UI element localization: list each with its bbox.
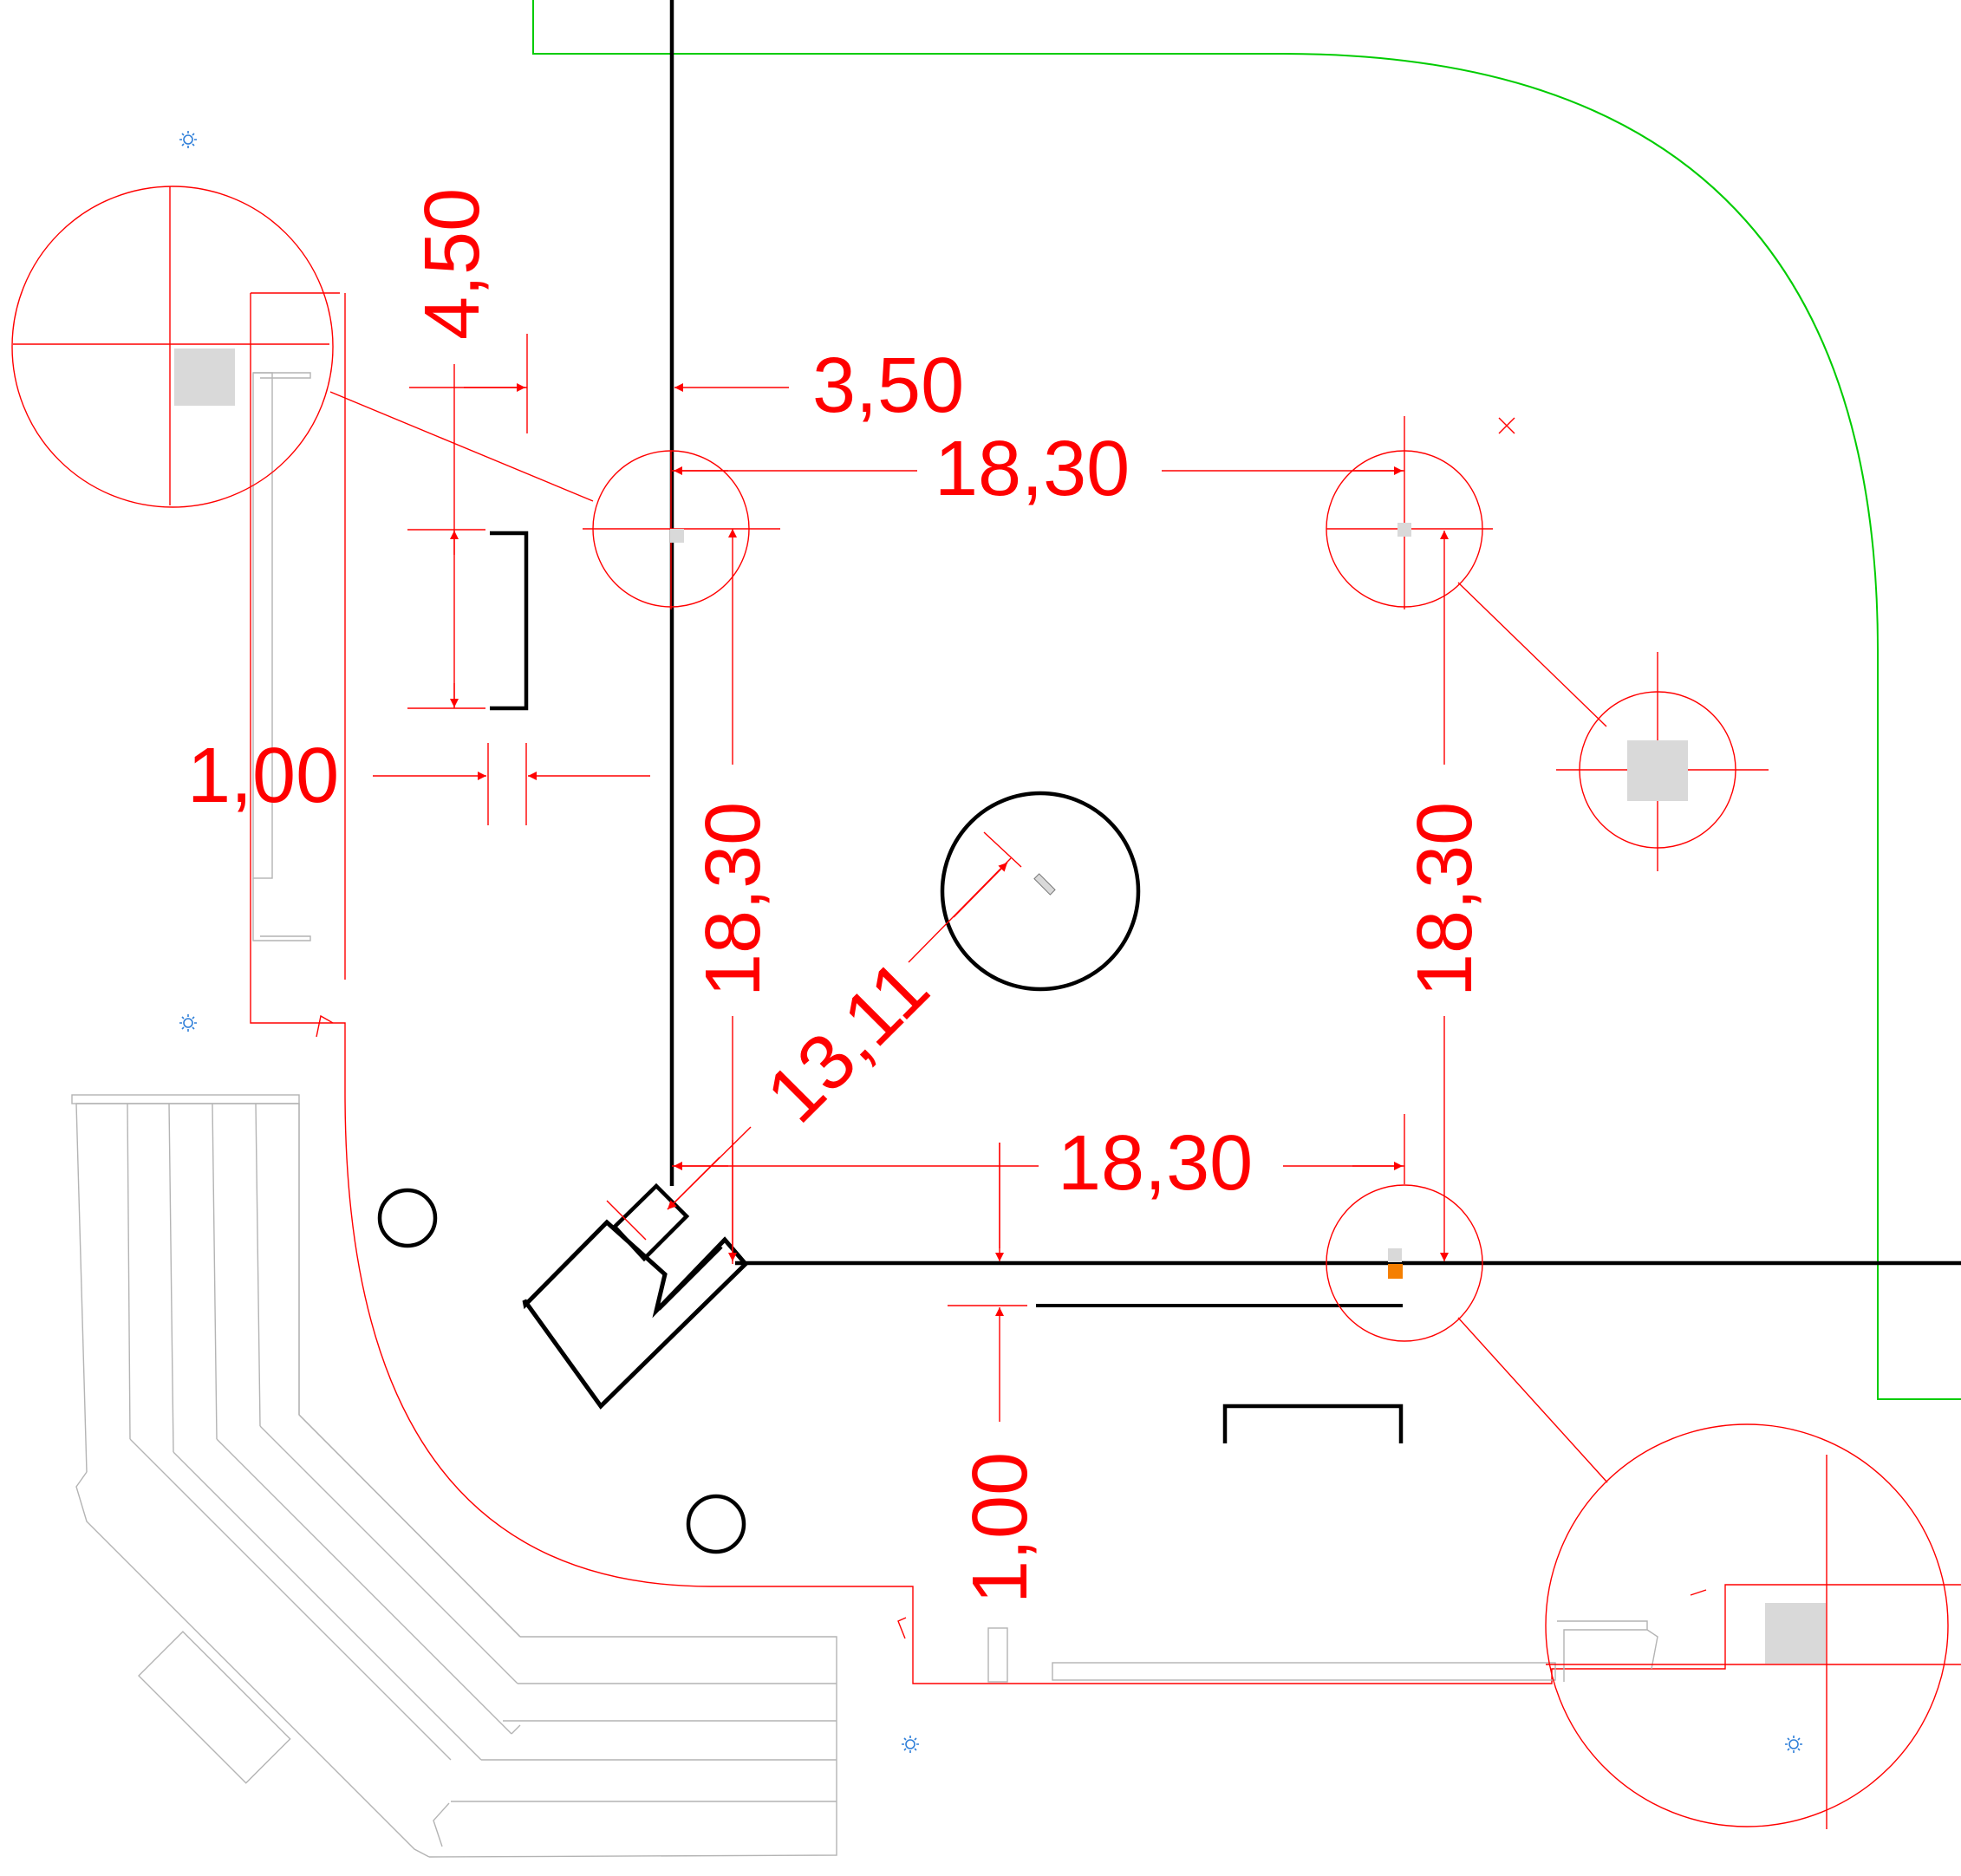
annotation-circles: [11, 186, 1961, 1829]
light-fixtures: [179, 131, 1802, 1753]
main-structure: [377, 0, 1961, 1554]
base-markers: [174, 348, 1826, 1664]
dim-label-diagonal: 13,11: [750, 944, 945, 1139]
sun-icon: [902, 1736, 919, 1753]
field-boundary: [532, 0, 1961, 1400]
seating-stand: [71, 1094, 837, 1858]
sun-icon: [179, 131, 197, 148]
sun-icon: [1785, 1736, 1802, 1753]
dim-label-top-span: 18,30: [935, 426, 1130, 512]
dim-label-offset-right: 3,50: [812, 342, 964, 429]
dimension-lines: [373, 334, 1449, 1422]
dim-label-bottom-gap: 1,00: [957, 1452, 1044, 1604]
outline-walls: [250, 292, 1961, 1684]
sun-icon: [179, 1014, 197, 1032]
dim-label-bay-depth: 4,50: [409, 188, 496, 340]
dim-label-bottom-span: 18,30: [1058, 1120, 1253, 1207]
dim-label-left-gap: 1,00: [187, 733, 339, 819]
dim-label-right-span: 18,30: [1402, 802, 1489, 997]
dim-label-left-span: 18,30: [690, 802, 777, 997]
fixtures: [252, 372, 1658, 1683]
